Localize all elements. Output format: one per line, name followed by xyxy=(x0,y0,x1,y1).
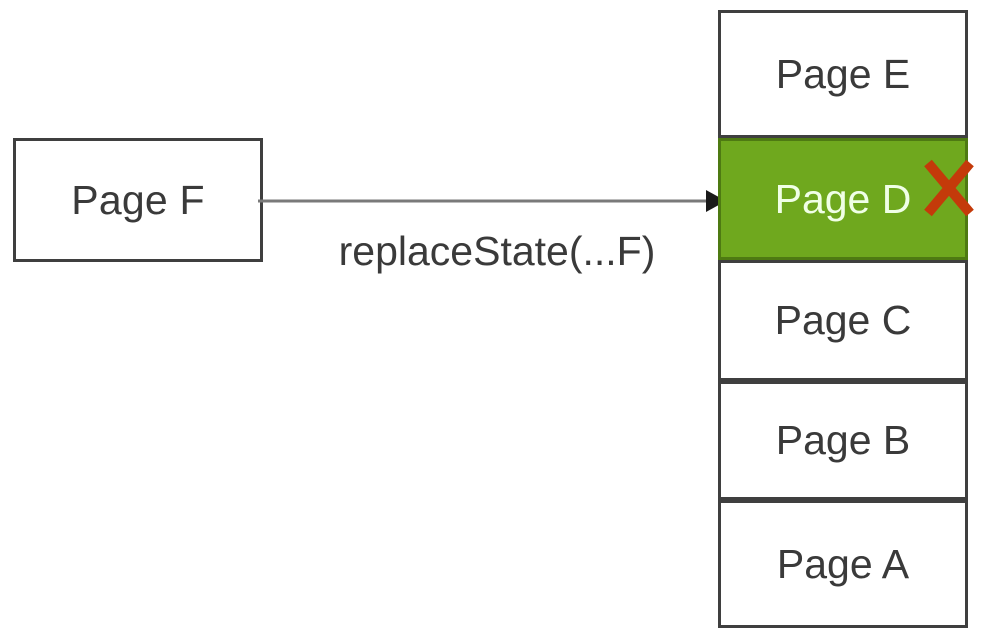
stack-entry-label: Page E xyxy=(775,50,911,97)
history-stack: Page E Page D Page C Page B Page A xyxy=(718,10,968,628)
stack-entry-label: Page B xyxy=(775,417,911,463)
stack-entry-page-e: Page E xyxy=(718,10,968,138)
stack-entry-label: Page A xyxy=(776,540,910,587)
source-page-label: Page F xyxy=(71,176,205,223)
stack-entry-label: Page C xyxy=(774,297,912,343)
replace-state-arrow xyxy=(258,186,726,216)
stack-entry-label: Page D xyxy=(774,175,912,222)
stack-entry-page-d: Page D xyxy=(718,138,968,260)
stack-entry-page-c: Page C xyxy=(718,260,968,381)
stack-entry-page-a: Page A xyxy=(718,500,968,628)
arrow-label: replaceState(...F) xyxy=(338,228,656,274)
stack-entry-page-b: Page B xyxy=(718,381,968,500)
source-page-box: Page F xyxy=(13,138,263,262)
